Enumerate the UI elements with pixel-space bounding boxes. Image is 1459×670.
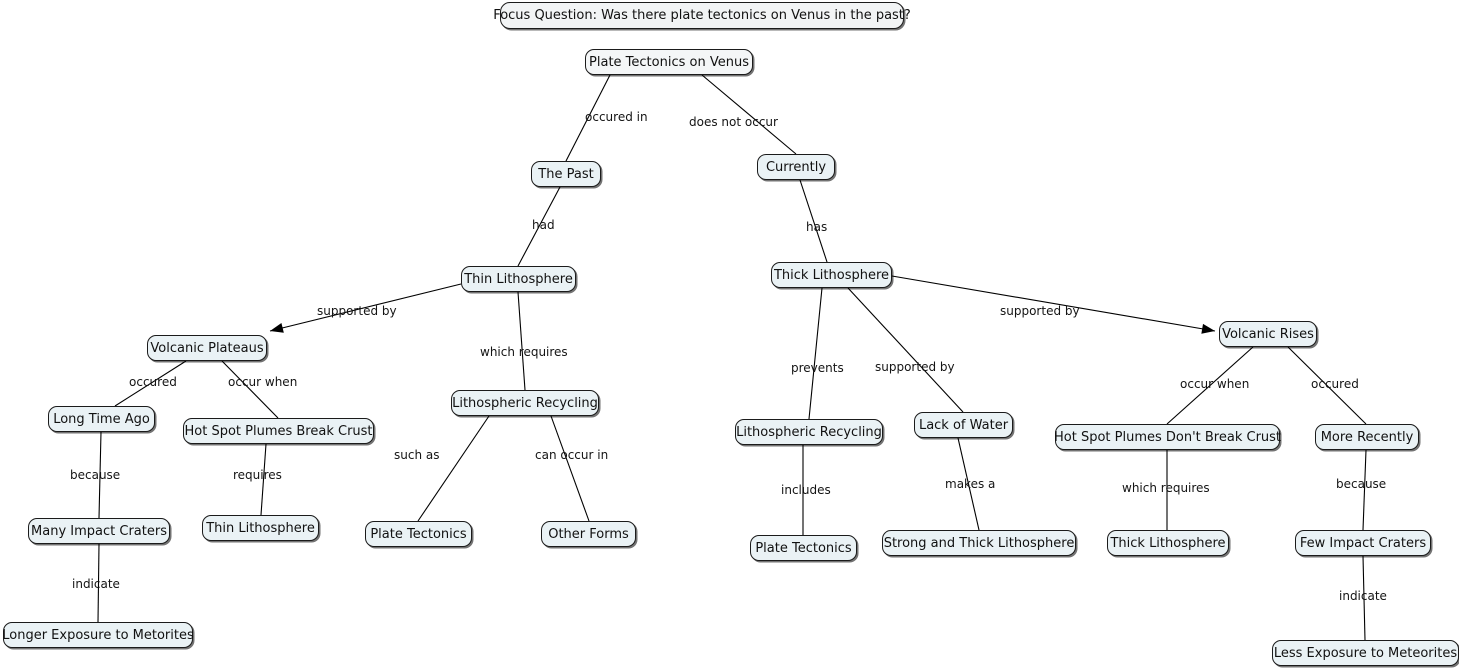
- edge-line: [221, 360, 279, 419]
- edge-label: does not occur: [689, 115, 778, 129]
- edge-line: [1362, 555, 1366, 641]
- edge-label: occur when: [1180, 377, 1250, 391]
- edge-label: which requires: [480, 345, 568, 359]
- edge-line: [97, 543, 100, 623]
- concept-node-hot_break[interactable]: Hot Spot Plumes Break Crust: [183, 418, 374, 444]
- edge-label: because: [70, 468, 121, 482]
- edge-line: [565, 74, 611, 162]
- concept-node-thick_litho_2[interactable]: Thick Lithosphere: [1107, 530, 1229, 556]
- arrow-head-icon: [270, 323, 284, 333]
- edge-label: supported by: [875, 360, 955, 374]
- edge-line: [891, 275, 1216, 332]
- edge-label: prevents: [791, 361, 844, 375]
- concept-node-thin_litho_2[interactable]: Thin Lithosphere: [202, 515, 319, 541]
- edge-line: [98, 431, 102, 519]
- edge-line: [957, 437, 980, 531]
- edge-label: had: [532, 218, 555, 232]
- edge-line: [808, 287, 823, 420]
- edge-line: [417, 415, 490, 522]
- edge-line: [1166, 346, 1254, 425]
- edge-label: has: [806, 220, 828, 234]
- edge-line: [269, 283, 462, 332]
- concept-node-litho_rec_right[interactable]: Lithospheric Recycling: [735, 419, 883, 445]
- concept-node-few_craters[interactable]: Few Impact Craters: [1295, 530, 1431, 556]
- concept-node-volc_rises[interactable]: Volcanic Rises: [1219, 321, 1317, 347]
- edge-label: indicate: [72, 577, 120, 591]
- concept-node-long_time_ago[interactable]: Long Time Ago: [48, 406, 155, 432]
- edge-label: such as: [394, 448, 440, 462]
- edge-label: supported by: [317, 304, 397, 318]
- edge-line: [517, 186, 561, 267]
- concept-node-plate_tect_right[interactable]: Plate Tectonics: [750, 535, 857, 561]
- edge-line: [517, 291, 526, 391]
- arrow-head-icon: [1201, 323, 1215, 334]
- concept-node-more_recently[interactable]: More Recently: [1315, 424, 1419, 450]
- edge-label: occured: [129, 375, 177, 389]
- concept-node-strong_thick[interactable]: Strong and Thick Lithosphere: [882, 530, 1076, 556]
- concept-node-other_forms[interactable]: Other Forms: [541, 521, 636, 547]
- edge-line: [114, 360, 187, 407]
- edge-line: [847, 287, 964, 413]
- edge-label: occured: [1311, 377, 1359, 391]
- edge-label: because: [1336, 477, 1387, 491]
- concept-node-ptv[interactable]: Plate Tectonics on Venus: [585, 49, 753, 75]
- concept-node-litho_rec_left[interactable]: Lithospheric Recycling: [451, 390, 599, 416]
- edge-line: [1287, 346, 1367, 425]
- concept-node-thick_litho[interactable]: Thick Lithosphere: [771, 262, 892, 288]
- edge-label: which requires: [1122, 481, 1210, 495]
- concept-node-volc_plateaus[interactable]: Volcanic Plateaus: [147, 335, 267, 361]
- edge-line: [260, 443, 267, 516]
- edge-line: [799, 179, 828, 263]
- focus-question-box[interactable]: Focus Question: Was there plate tectonic…: [493, 2, 911, 29]
- concept-node-plate_tect_left[interactable]: Plate Tectonics: [365, 521, 472, 547]
- edge-line: [550, 415, 590, 522]
- concept-node-many_craters[interactable]: Many Impact Craters: [28, 518, 170, 544]
- edge-label: indicate: [1339, 589, 1387, 603]
- concept-node-currently[interactable]: Currently: [757, 154, 835, 180]
- edge-label: occur when: [228, 375, 298, 389]
- concept-node-less_exposure[interactable]: Less Exposure to Meteorites: [1272, 640, 1459, 666]
- concept-node-past[interactable]: The Past: [531, 161, 601, 187]
- edge-label: requires: [233, 468, 282, 482]
- edge-label: can occur in: [535, 448, 609, 462]
- concept-node-longer_exposure[interactable]: Longer Exposure to Metorites: [2, 622, 194, 648]
- edge-label: includes: [781, 483, 831, 497]
- concept-node-thin_litho[interactable]: Thin Lithosphere: [461, 266, 576, 292]
- edge-label: makes a: [945, 477, 996, 491]
- edge-line: [1362, 449, 1367, 531]
- edge-label: supported by: [1000, 304, 1080, 318]
- concept-node-lack_water[interactable]: Lack of Water: [914, 412, 1013, 438]
- concept-node-hot_no_break[interactable]: Hot Spot Plumes Don't Break Crust: [1054, 424, 1281, 450]
- edge-line: [701, 74, 797, 155]
- edge-label: occured in: [585, 110, 648, 124]
